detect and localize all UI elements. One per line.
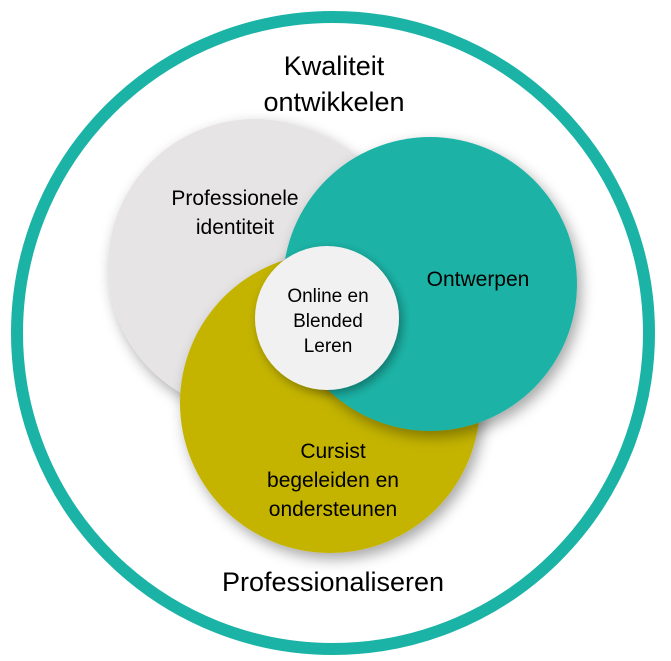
identity-label-line2: identiteit: [196, 216, 274, 239]
outer-top-label-line1: Kwaliteit: [284, 51, 385, 81]
center-circle: [255, 246, 399, 390]
guidance-label-line3: ondersteunen: [269, 498, 397, 521]
center-label-line1: Online en: [287, 286, 368, 307]
identity-label-line1: Professionele: [171, 187, 298, 210]
guidance-label-line2: begeleiden en: [267, 469, 399, 492]
outer-top-label-line2: ontwikkelen: [263, 87, 404, 117]
design-label: Ontwerpen: [427, 268, 530, 291]
center-label-line3: Leren: [304, 336, 353, 357]
outer-bottom-label: Professionaliseren: [222, 567, 444, 597]
guidance-label-line1: Cursist: [300, 440, 366, 463]
center-label-line2: Blended: [293, 311, 363, 332]
outer-ring: [11, 11, 655, 655]
